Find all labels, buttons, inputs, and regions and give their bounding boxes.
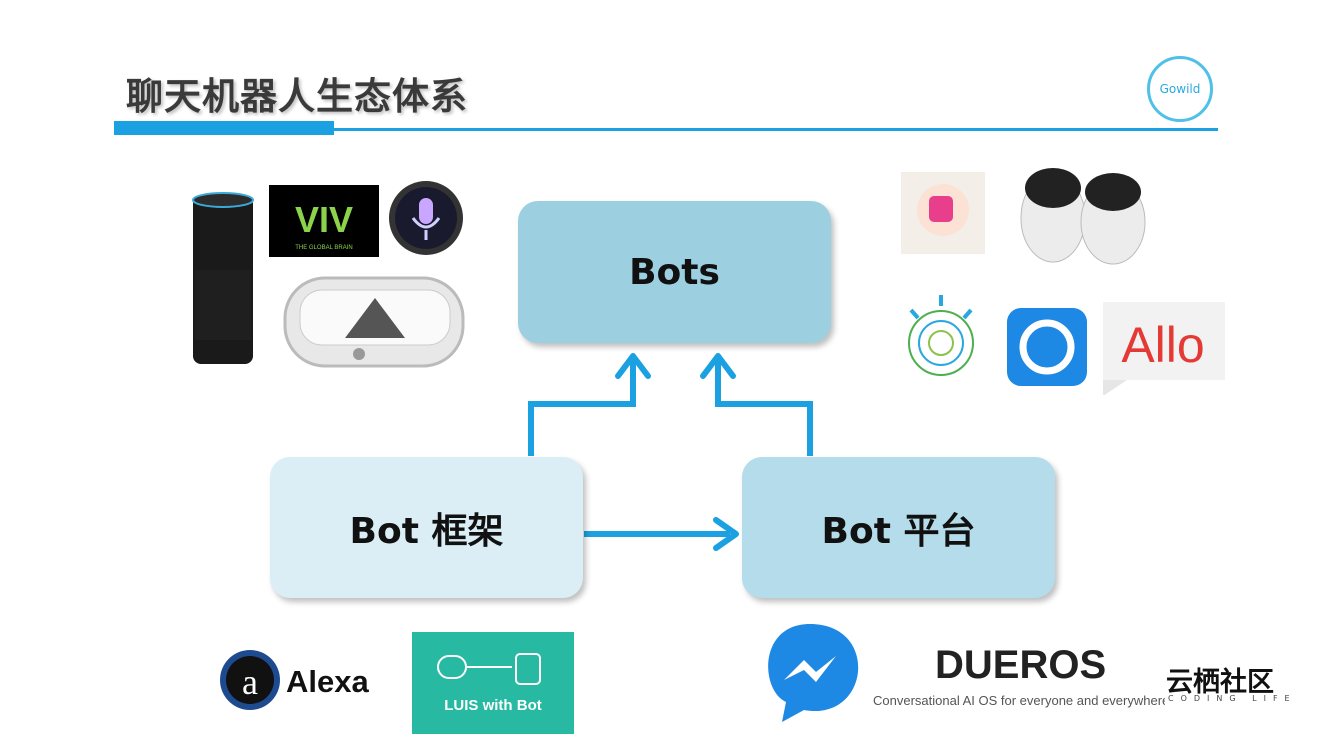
bots-label: Bots: [629, 251, 720, 293]
xiaoice-image: [901, 172, 985, 254]
svg-text:a: a: [242, 662, 258, 702]
dueros-logo-text: DUEROS: [935, 643, 1106, 687]
title-underline: [334, 128, 1218, 131]
bots-box: Bots: [518, 201, 831, 343]
allo-logo-text: Allo: [1121, 317, 1204, 373]
bot-platform-label: Bot 平台: [821, 510, 976, 552]
luis-logo: LUIS with Bot: [412, 632, 574, 734]
allo-logo: Allo: [1103, 302, 1225, 395]
dueros-tagline: Conversational AI OS for everyone and ev…: [873, 693, 1165, 708]
bot-products-group: Allo: [901, 168, 1225, 395]
platforms-group: DUEROS Conversational AI OS for everyone…: [768, 624, 1165, 722]
slide-title: 聊天机器人生态体系: [126, 75, 468, 118]
hologram-device-image: [283, 276, 465, 368]
bot-platform-box: Bot 平台: [742, 457, 1055, 598]
gowild-logo: Gowild: [1147, 56, 1213, 122]
viv-logo-bg: [269, 185, 379, 257]
watermark-logo: 云栖社区: [1166, 667, 1274, 698]
alexa-logo: a Alexa: [218, 634, 382, 736]
watermark-subtitle: CODING LIFE: [1168, 694, 1297, 703]
frameworks-group: a Alexa LUIS with Bot: [218, 632, 574, 736]
viv-tagline: THE GLOBAL BRAIN: [295, 245, 352, 251]
dueros-logo: DUEROS Conversational AI OS for everyone…: [873, 643, 1165, 708]
siri-icon: [389, 181, 463, 255]
arrowhead-right-up: [700, 353, 736, 379]
title-underline-accent: [114, 121, 334, 135]
bot-framework-box: Bot 框架: [270, 457, 583, 598]
arrow-platform-to-bots: [715, 355, 813, 456]
viv-logo-text: VIV: [295, 199, 353, 240]
luis-logo-text: LUIS with Bot: [444, 697, 542, 714]
cortana-logo: [1007, 308, 1087, 386]
arrowhead-left-up: [615, 353, 651, 379]
watson-logo: [908, 295, 974, 376]
gowild-logo-text: Gowild: [1159, 82, 1201, 96]
arrow-framework-to-bots: [528, 355, 636, 456]
alexa-logo-text: Alexa: [286, 664, 369, 699]
arrowhead-right: [713, 517, 739, 551]
bot-framework-label: Bot 框架: [349, 510, 504, 552]
messenger-logo: [768, 624, 859, 722]
devices-group: VIV THE GLOBAL BRAIN: [192, 181, 465, 368]
amazon-echo-image: [192, 192, 254, 364]
gowild-robots-image: [1020, 168, 1146, 265]
